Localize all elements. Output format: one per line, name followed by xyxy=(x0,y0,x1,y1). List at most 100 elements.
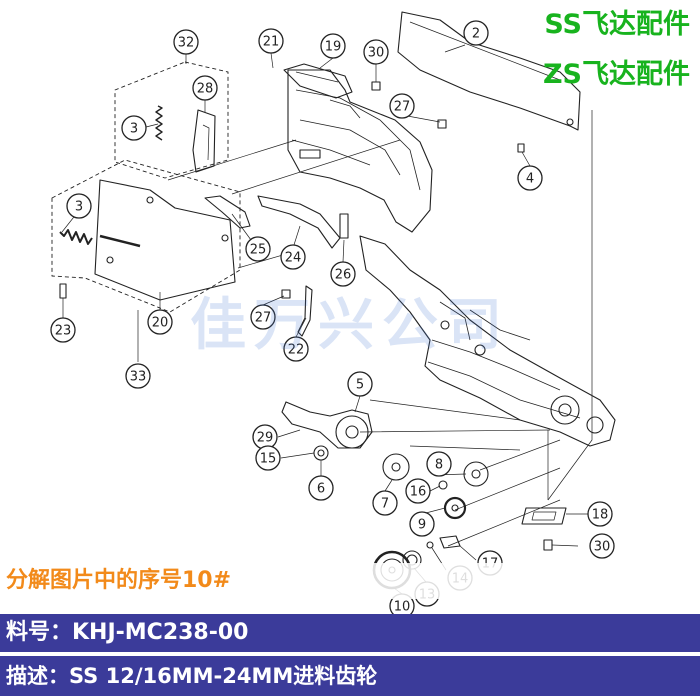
callout-circle xyxy=(587,501,613,527)
part-24-lever-arm xyxy=(257,195,341,249)
part-3-spring-lower xyxy=(59,229,93,245)
callout-number: 7 xyxy=(381,497,389,512)
part-7-gear xyxy=(382,453,410,481)
callout-c22: 22 xyxy=(283,336,309,362)
part-25-lever xyxy=(204,195,251,229)
callout-number: 20 xyxy=(152,316,169,331)
callout-circle xyxy=(589,533,615,559)
callout-number: 6 xyxy=(317,482,325,497)
callout-c27a: 27 xyxy=(389,93,415,119)
callout-c26: 26 xyxy=(330,261,356,287)
header-title-zs: ZS飞达配件 xyxy=(542,59,690,90)
callout-c33: 33 xyxy=(125,363,151,389)
part-8-gear xyxy=(463,461,489,487)
callout-circle xyxy=(463,20,489,46)
callout-number: 30 xyxy=(594,540,611,555)
part-30-screw-b xyxy=(543,539,553,551)
callout-number: 18 xyxy=(592,508,609,523)
callout-c16: 16 xyxy=(405,478,431,504)
callout-circle xyxy=(517,165,543,191)
callout-number: 28 xyxy=(197,82,214,97)
callout-number: 5 xyxy=(356,378,364,393)
callout-circle xyxy=(426,451,452,477)
callout-number: 8 xyxy=(435,458,443,473)
callout-circle xyxy=(66,193,92,219)
callout-circle xyxy=(409,511,435,537)
callout-c30b: 30 xyxy=(589,533,615,559)
callout-number: 10 xyxy=(394,600,411,615)
callout-c20: 20 xyxy=(147,309,173,335)
callout-circle xyxy=(283,336,309,362)
callout-number: 9 xyxy=(418,518,426,533)
callout-c25: 25 xyxy=(245,236,271,262)
callout-number: 22 xyxy=(288,343,305,358)
callout-circle xyxy=(121,115,147,141)
part-28-bracket xyxy=(192,109,216,173)
callout-c32: 32 xyxy=(173,29,199,55)
part-26-pin xyxy=(339,213,349,239)
callout-c9: 9 xyxy=(409,511,435,537)
part-32-group-box xyxy=(114,61,229,179)
callout-c23: 23 xyxy=(50,317,76,343)
callout-c29: 29 xyxy=(252,424,278,450)
callout-number: 33 xyxy=(130,370,147,385)
callout-number: 2 xyxy=(472,27,480,42)
callout-circle xyxy=(363,39,389,65)
callout-c3a: 3 xyxy=(121,115,147,141)
part-14-pin xyxy=(426,541,434,549)
callout-circle xyxy=(320,33,346,59)
part-23-screw xyxy=(59,283,67,299)
callout-number: 3 xyxy=(130,122,138,137)
part-27-screw-a xyxy=(437,119,447,129)
callout-c18: 18 xyxy=(587,501,613,527)
callout-number: 25 xyxy=(250,243,267,258)
note-sequence-number: 分解图片中的序号10# xyxy=(0,563,700,599)
part-27-screw-b xyxy=(281,289,291,299)
callout-circle xyxy=(255,445,281,471)
part-4-screw xyxy=(517,143,525,153)
callout-c21: 21 xyxy=(258,28,284,54)
callout-number: 30 xyxy=(368,46,385,61)
part-5-gear-holder xyxy=(281,401,373,449)
header-title-ss: SS飞达配件 xyxy=(544,9,690,40)
part-19-top-block xyxy=(283,63,353,99)
part-feeder-frame xyxy=(287,69,433,233)
part-16-bushing xyxy=(438,480,448,490)
callout-circle xyxy=(280,244,306,270)
part-22-clip xyxy=(297,285,313,337)
callout-circle xyxy=(347,371,373,397)
part-20-cover-plate xyxy=(94,179,236,301)
callout-number: 27 xyxy=(255,311,272,326)
callout-number: 16 xyxy=(410,485,427,500)
callout-c5: 5 xyxy=(347,371,373,397)
callout-circle xyxy=(372,490,398,516)
callout-c7: 7 xyxy=(372,490,398,516)
callout-number: 29 xyxy=(257,431,274,446)
callout-circle xyxy=(173,29,199,55)
part-18-plate xyxy=(521,507,567,525)
callout-number: 19 xyxy=(325,40,342,55)
callout-number: 15 xyxy=(260,452,277,467)
part-30-screw-a xyxy=(371,81,381,91)
callout-circle xyxy=(147,309,173,335)
callout-c19: 19 xyxy=(320,33,346,59)
callout-c30a: 30 xyxy=(363,39,389,65)
callout-circle xyxy=(50,317,76,343)
callout-number: 4 xyxy=(526,172,534,187)
callout-circle xyxy=(389,93,415,119)
callout-circle xyxy=(125,363,151,389)
callout-c24: 24 xyxy=(280,244,306,270)
watermark-text: 佳万兴公司 xyxy=(190,293,510,358)
callout-circle xyxy=(250,304,276,330)
callout-c27b: 27 xyxy=(250,304,276,330)
callout-number: 26 xyxy=(335,268,352,283)
callout-circle xyxy=(330,261,356,287)
callout-c2: 2 xyxy=(463,20,489,46)
callout-c6: 6 xyxy=(308,475,334,501)
part-3-spring-upper xyxy=(155,105,163,141)
description-line: 描述：SS 12/16MM-24MM进料齿轮 xyxy=(0,656,700,696)
callout-number: 24 xyxy=(285,251,302,266)
callout-number: 27 xyxy=(394,100,411,115)
